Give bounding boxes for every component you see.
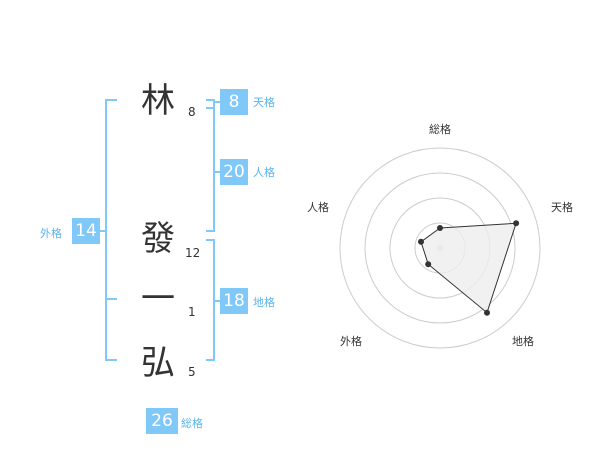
radar-ring-4 bbox=[339, 147, 541, 349]
tenkaku-bracket bbox=[206, 99, 215, 108]
gaikaku-badge: 14 bbox=[72, 218, 100, 244]
radar-axis-label-tenkaku: 天格 bbox=[551, 201, 573, 214]
soukaku-badge: 26 bbox=[146, 408, 178, 434]
stroke-count-3: 1 bbox=[188, 305, 196, 319]
stroke-count-2: 12 bbox=[185, 246, 201, 260]
radar-point-2 bbox=[513, 220, 520, 227]
radar-series-polygon bbox=[420, 222, 517, 314]
soukaku-label: 総格 bbox=[181, 417, 203, 430]
name-char-4: 弘 bbox=[141, 343, 175, 383]
stroke-count-4: 5 bbox=[188, 365, 196, 379]
chikaku-badge: 18 bbox=[220, 288, 248, 314]
radar-point-5 bbox=[418, 238, 424, 245]
radar-axis-label-chikaku: 地格 bbox=[512, 335, 534, 348]
radar-axis-label-gaikaku: 外格 bbox=[340, 335, 362, 348]
radar-axis-label-soukaku: 総格 bbox=[429, 123, 451, 136]
jinkaku-label: 人格 bbox=[253, 166, 275, 179]
tenkaku-label: 天格 bbox=[253, 96, 275, 109]
gaikaku-label: 外格 bbox=[40, 227, 62, 240]
radar-point-1 bbox=[437, 225, 443, 231]
jinkaku-badge: 20 bbox=[220, 159, 248, 185]
radar-point-4 bbox=[425, 261, 432, 268]
radar-point-3 bbox=[484, 309, 490, 316]
chikaku-label: 地格 bbox=[253, 296, 275, 309]
radar-ring-3 bbox=[364, 172, 516, 324]
name-char-2: 發 bbox=[141, 219, 175, 259]
radar-axis-label-jinkaku: 人格 bbox=[307, 201, 329, 214]
name-char-1: 林 bbox=[141, 81, 175, 121]
jinkaku-bracket bbox=[206, 107, 215, 232]
name-char-3: 一 bbox=[141, 279, 175, 319]
stroke-count-1: 8 bbox=[188, 105, 196, 119]
tenkaku-badge: 8 bbox=[220, 89, 248, 115]
